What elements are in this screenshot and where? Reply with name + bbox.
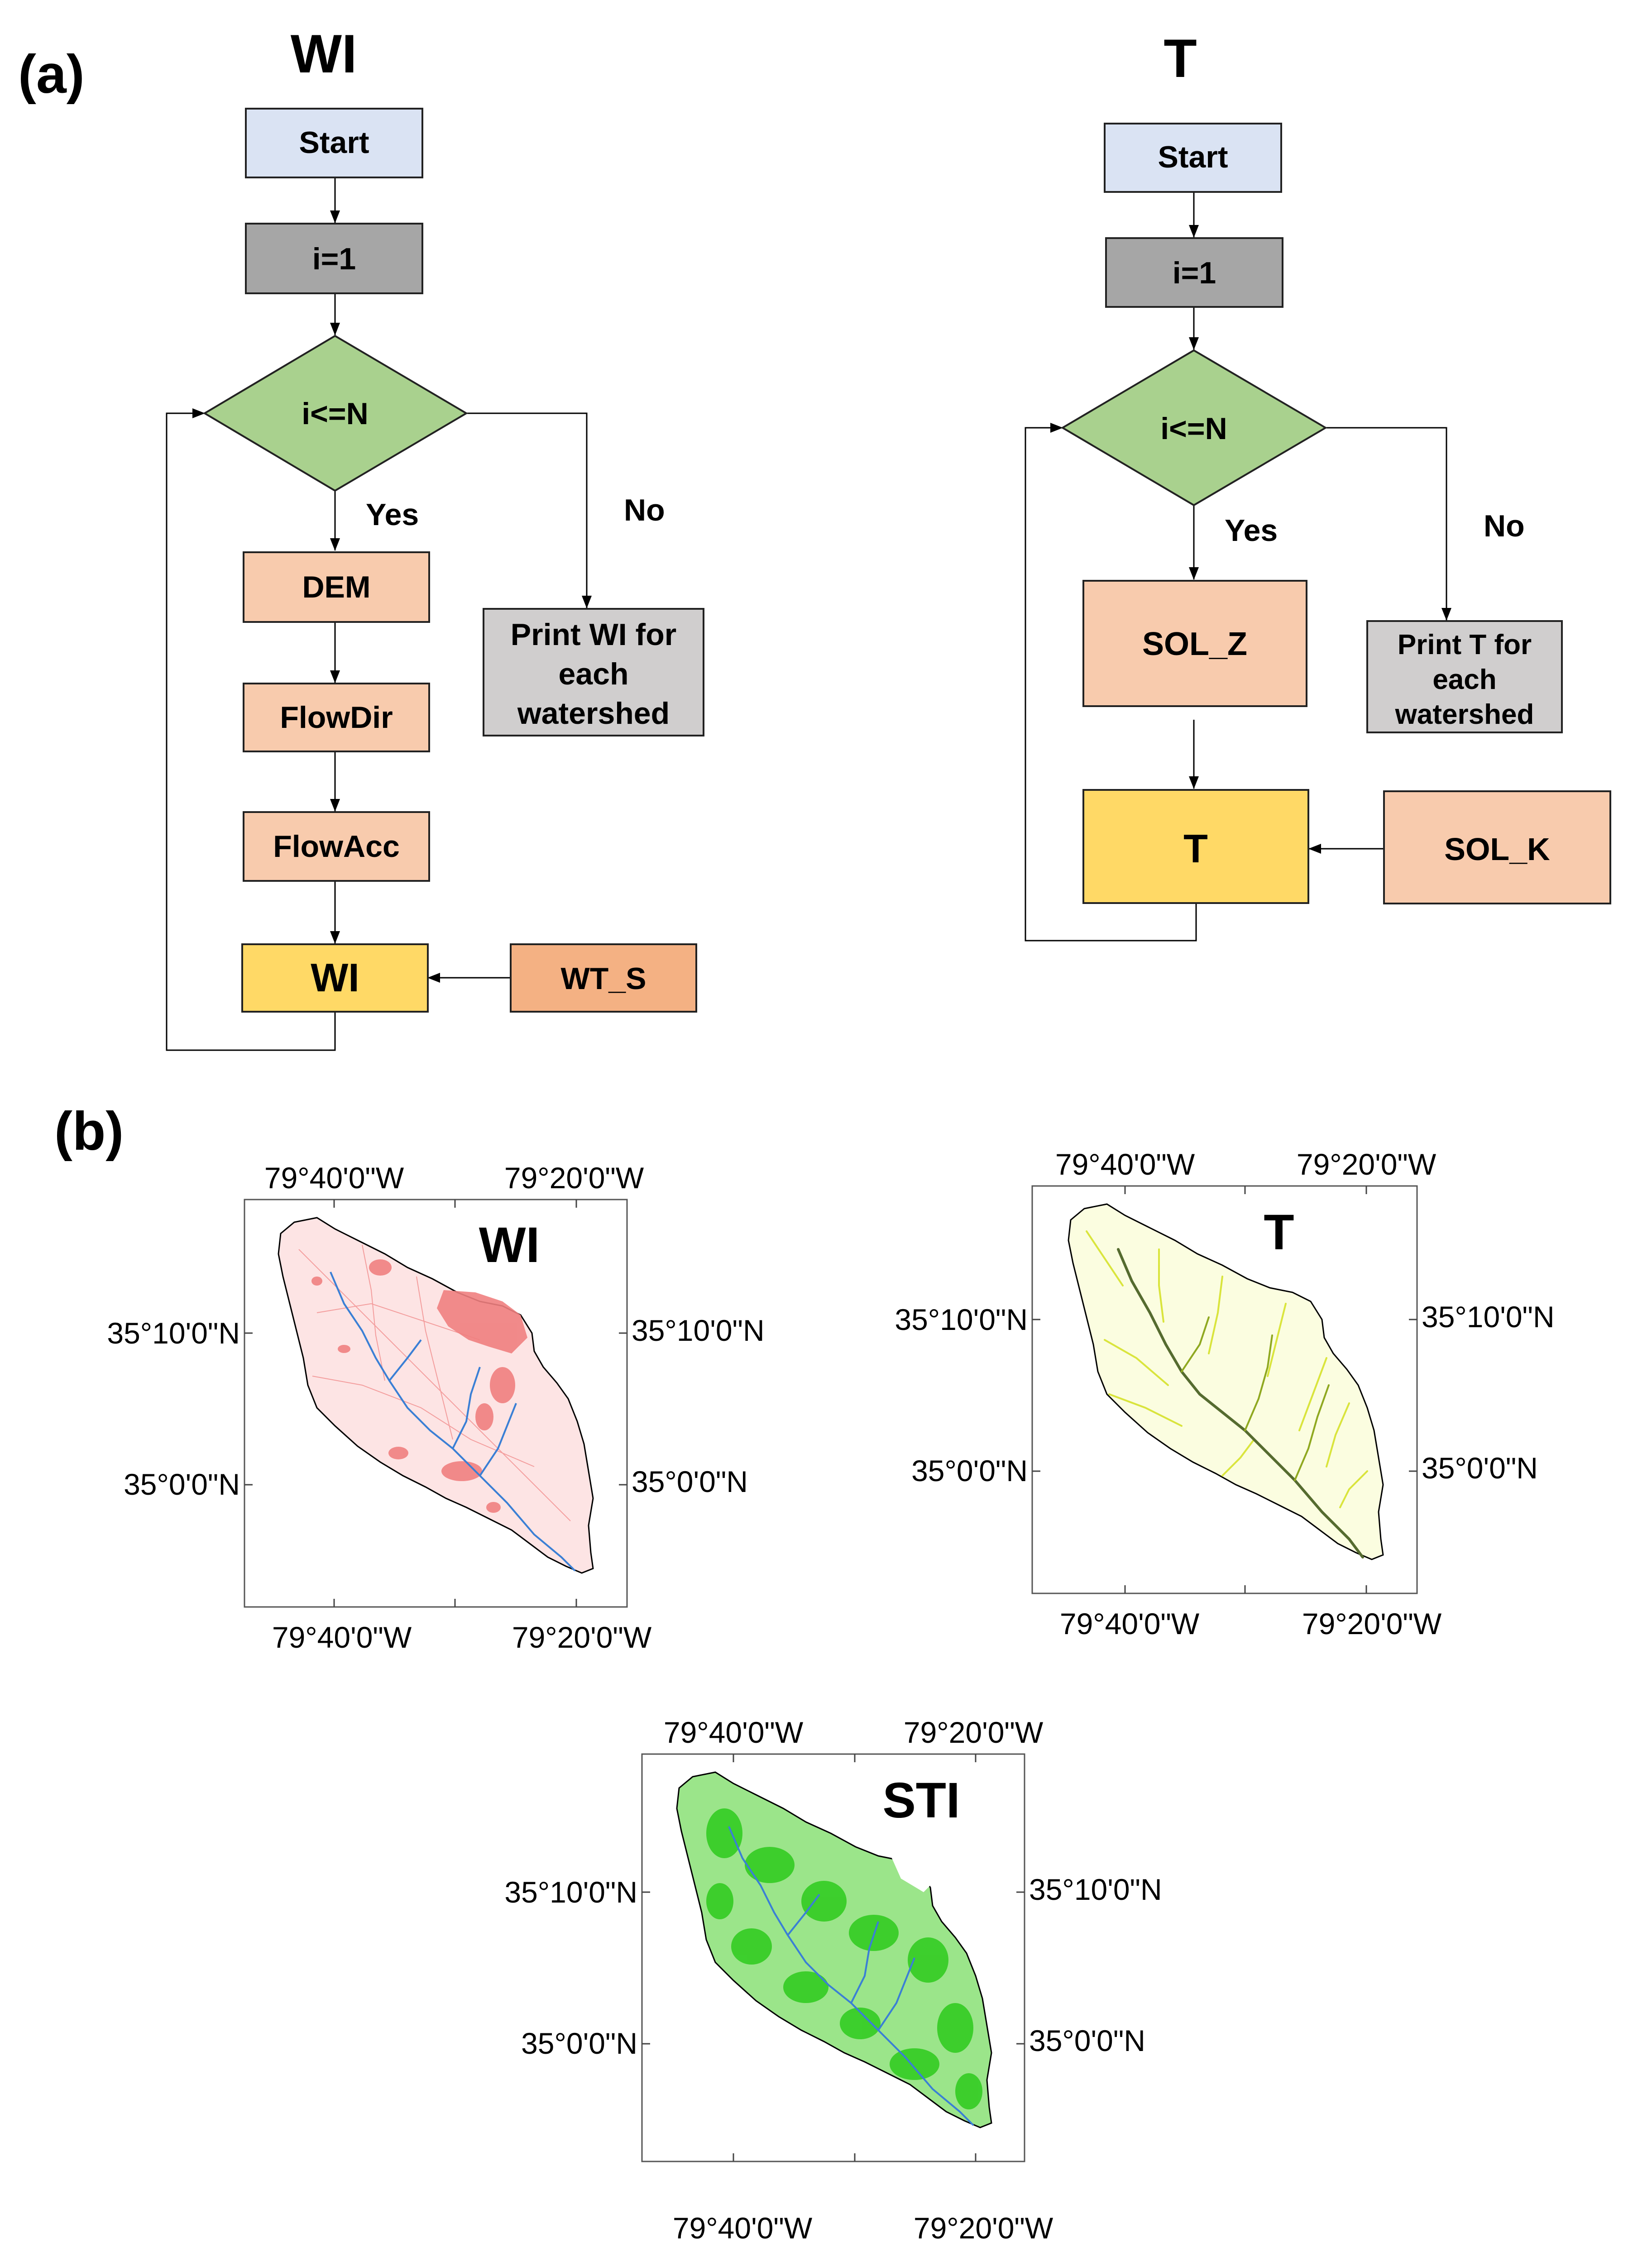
sti-left-lat-2: 35°0'0"N [521,2027,637,2060]
t-right-lat-1: 35°10'0"N [1422,1300,1555,1334]
t-flow-title: T [1164,28,1197,89]
t-print-node [1366,620,1563,733]
wi-no-label: No [624,493,665,527]
wi-top-lon-2: 79°20'0"W [504,1161,644,1195]
t-bottom-lon-1: 79°40'0"W [1060,1607,1200,1640]
wi-top-lon-1: 79°40'0"W [264,1161,404,1195]
sti-patches [706,1808,982,2109]
t-init-node [1105,237,1283,308]
wi-dem-label: DEM [302,570,370,604]
t-drainage-network [1086,1230,1368,1559]
t-connectors [1025,192,1451,942]
t-bottom-lon-2: 79°20'0"W [1302,1607,1442,1640]
wi-start-node [245,108,423,178]
t-input-label: SOL_K [1444,832,1550,867]
wi-flow-title: WI [291,24,357,84]
wi-flowacc-node [243,811,430,882]
wi-right-lat-2: 35°0'0"N [632,1465,748,1498]
wi-decision-label: i<=N [302,397,368,431]
sti-map-title: STI [882,1773,960,1828]
wi-streams [330,1272,576,1572]
t-main-channel [1117,1248,1364,1559]
wi-print-line-3: watershed [517,696,670,731]
sti-map-ticks [642,1754,1025,2161]
t-top-lon-1: 79°40'0"W [1055,1148,1195,1181]
t-print-line-3: watershed [1395,699,1534,730]
t-solz-label: SOL_Z [1142,626,1247,662]
wi-flowacc-label: FlowAcc [273,829,400,864]
t-watershed [1068,1203,1384,1560]
sti-right-lat-1: 35°10'0"N [1029,1873,1162,1906]
t-no-label: No [1484,509,1525,543]
wi-map: WI 79°40'0"W 79°20'0"W 79°40'0"W 79°20'0… [107,1161,764,1654]
wi-connectors [166,177,592,1051]
wi-decision-node [203,335,468,492]
t-print-line-1: Print T for [1398,629,1532,660]
wi-flowchart: WI Start i=1 i<=N Yes No DEM Print WI fo… [166,24,704,1051]
t-decision-label: i<=N [1160,411,1227,446]
t-yes-label: Yes [1225,513,1278,548]
t-start-label: Start [1158,140,1228,174]
t-decision-node [1061,349,1327,507]
sti-left-lat-1: 35°10'0"N [504,1875,637,1909]
wi-print-line-1: Print WI for [511,617,676,652]
wi-init-label: i=1 [312,242,356,276]
t-right-lat-2: 35°0'0"N [1422,1451,1538,1485]
wi-flowdir-node [243,683,430,752]
sti-bottom-lon-2: 79°20'0"W [914,2211,1053,2245]
wi-left-lat-2: 35°0'0"N [124,1468,240,1501]
wi-wet-patches [311,1259,527,1513]
wi-print-node [483,608,704,736]
t-input-node [1383,790,1611,904]
wi-dem-node [243,551,430,623]
wi-init-node [245,223,423,294]
sti-top-lon-2: 79°20'0"W [904,1716,1044,1749]
wi-map-title: WI [479,1217,540,1273]
wi-watershed [278,1217,594,1574]
sti-top-lon-1: 79°40'0"W [664,1716,804,1749]
sti-streams [728,1826,974,2126]
wi-map-ticks [244,1200,627,1607]
t-top-lon-2: 79°20'0"W [1297,1148,1437,1181]
wi-bottom-lon-1: 79°40'0"W [272,1621,412,1654]
panel-b-label: (b) [54,1101,124,1162]
sti-right-lat-2: 35°0'0"N [1029,2024,1145,2057]
sti-map: STI 79°40'0"W 79°20'0"W 79°40'0"W 79°20'… [504,1716,1162,2245]
wi-bottom-lon-2: 79°20'0"W [512,1621,652,1654]
t-left-lat-1: 35°10'0"N [895,1303,1028,1336]
t-flowchart: T Start i=1 i<=N Yes No SOL_Z Print T fo… [1025,28,1611,942]
wi-result-node [241,943,429,1013]
t-init-label: i=1 [1173,256,1216,290]
wi-result-label: WI [311,955,359,1000]
t-left-lat-2: 35°0'0"N [911,1454,1028,1487]
wi-road-lines [298,1244,571,1521]
wi-start-label: Start [299,125,369,160]
t-map-title: T [1264,1205,1294,1260]
t-result-node [1082,789,1309,904]
wi-input-label: WT_S [561,961,646,996]
wi-input-node [510,943,697,1013]
sti-bottom-lon-1: 79°40'0"W [673,2211,813,2245]
wi-flowdir-label: FlowDir [280,700,393,735]
t-map-ticks [1032,1186,1417,1593]
sti-blank-area [883,1829,937,1892]
wi-left-lat-1: 35°10'0"N [107,1316,240,1350]
t-start-node [1104,123,1282,193]
wi-right-lat-1: 35°10'0"N [632,1314,765,1347]
t-result-label: T [1183,826,1208,871]
wi-print-line-2: each [559,657,629,691]
panel-a-label: (a) [18,44,85,105]
t-print-line-2: each [1432,664,1496,695]
t-solz-node [1082,580,1307,707]
wi-yes-label: Yes [366,497,419,532]
t-map: T 79°40'0"W 79°20'0"W 79°40'0"W 79°20'0"… [895,1148,1554,1640]
